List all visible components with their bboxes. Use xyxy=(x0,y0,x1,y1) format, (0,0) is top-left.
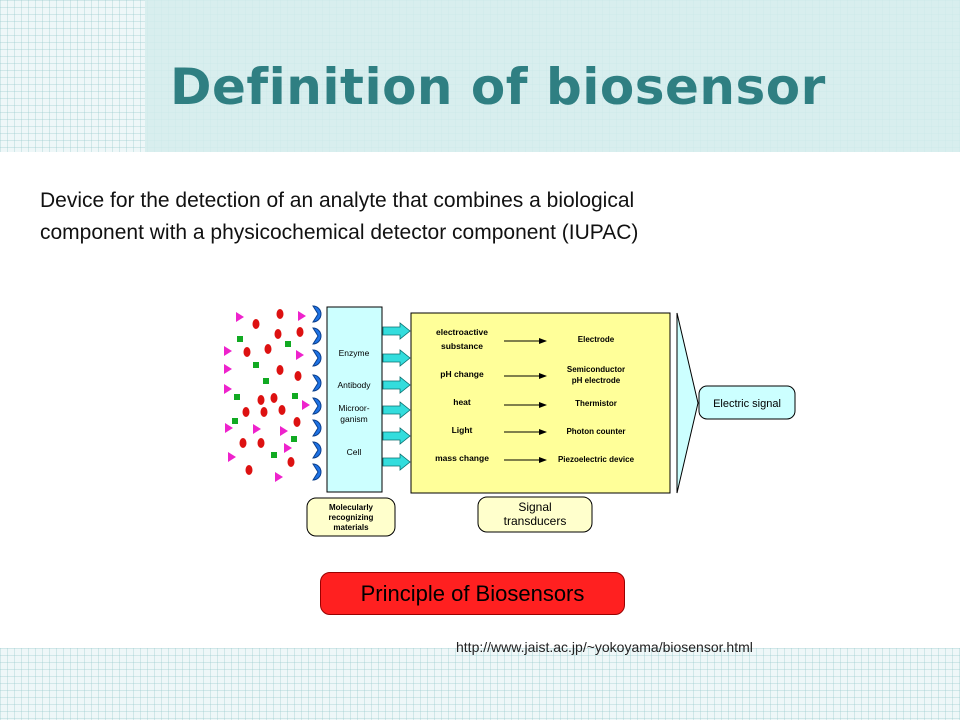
analyte-oval xyxy=(294,371,302,381)
receptor-site xyxy=(312,397,322,415)
analyte-triangle xyxy=(298,311,306,321)
definition-text: Device for the detection of an analyte t… xyxy=(40,185,840,249)
analyte-square xyxy=(237,336,243,342)
analyte-oval xyxy=(293,417,301,427)
analyte-molecules xyxy=(224,309,310,482)
analyte-oval xyxy=(242,407,250,417)
coupling-arrow xyxy=(382,376,411,394)
principle-label: Principle of Biosensors xyxy=(360,580,585,606)
analyte-triangle xyxy=(225,423,233,433)
electroactive-label-line2: substance xyxy=(441,341,483,351)
analyte-triangle xyxy=(302,400,310,410)
analyte-triangle xyxy=(224,364,232,374)
title-band-highlight xyxy=(145,0,960,152)
receptor-site xyxy=(312,327,322,345)
analyte-oval xyxy=(276,309,284,319)
antibody-label: Antibody xyxy=(337,380,371,390)
transducer-panel xyxy=(410,312,671,494)
analyte-triangle xyxy=(224,346,232,356)
signal-funnel-arrow xyxy=(676,312,699,494)
ph-electrode-label: pH electrode xyxy=(572,376,621,385)
definition-line-1: Device for the detection of an analyte t… xyxy=(40,189,635,212)
analyte-square xyxy=(234,394,240,400)
analyte-oval xyxy=(264,344,272,354)
slide-title: Definition of biosensor xyxy=(170,58,826,116)
analyte-triangle xyxy=(253,424,261,434)
mass-change-label: mass change xyxy=(435,453,489,463)
transducer-caption-line1: Signal xyxy=(518,500,551,514)
analyte-square xyxy=(232,418,238,424)
thermistor-label: Thermistor xyxy=(575,399,617,408)
electrode-label: Electrode xyxy=(578,335,615,344)
enzyme-label: Enzyme xyxy=(339,348,370,358)
analyte-triangle xyxy=(296,350,304,360)
heat-label: heat xyxy=(453,397,471,407)
recognition-caption-box xyxy=(306,497,396,537)
analyte-square xyxy=(285,341,291,347)
electric-signal-label: Electric signal xyxy=(713,398,781,410)
coupling-arrow xyxy=(382,453,411,471)
coupling-arrow xyxy=(382,427,411,445)
analyte-oval xyxy=(245,465,253,475)
recognition-panel xyxy=(326,306,383,493)
analyte-square xyxy=(263,378,269,384)
coupling-arrow xyxy=(382,349,411,367)
recognition-caption-line2: recognizing xyxy=(329,513,374,522)
conversion-arrows xyxy=(504,338,547,463)
analyte-oval xyxy=(252,319,260,329)
analyte-oval xyxy=(296,327,304,337)
analyte-oval xyxy=(260,407,268,417)
transducer-caption-box xyxy=(477,496,593,533)
piezoelectric-label: Piezoelectric device xyxy=(558,455,635,464)
coupling-arrow xyxy=(382,401,411,419)
analyte-triangle xyxy=(275,472,283,482)
semiconductor-label: Semiconductor xyxy=(567,365,625,374)
analyte-oval xyxy=(287,457,295,467)
receptor-site xyxy=(312,419,322,437)
ph-change-label: pH change xyxy=(440,369,484,379)
microorganism-label-line2: ganism xyxy=(340,414,367,424)
analyte-triangle xyxy=(236,312,244,322)
analyte-oval xyxy=(276,365,284,375)
analyte-square xyxy=(253,362,259,368)
analyte-oval xyxy=(270,393,278,403)
title-band-background xyxy=(0,0,960,152)
analyte-oval xyxy=(257,395,265,405)
receptor-site xyxy=(312,441,322,459)
microorganism-label-line1: Microor- xyxy=(338,403,369,413)
definition-line-2: component with a physicochemical detecto… xyxy=(40,221,639,244)
principle-label-box: Principle of Biosensors xyxy=(320,572,625,615)
analyte-oval xyxy=(278,405,286,415)
analyte-triangle xyxy=(280,426,288,436)
recognition-caption-line1: Molecularly xyxy=(329,503,374,512)
coupling-arrows xyxy=(382,322,411,471)
recognition-caption-line3: materials xyxy=(333,523,369,532)
analyte-oval xyxy=(239,438,247,448)
analyte-triangle xyxy=(284,443,292,453)
analyte-square xyxy=(271,452,277,458)
cell-label: Cell xyxy=(347,447,362,457)
analyte-oval xyxy=(243,347,251,357)
analyte-oval xyxy=(274,329,282,339)
analyte-square xyxy=(292,393,298,399)
analyte-oval xyxy=(257,438,265,448)
footer-band-background xyxy=(0,648,960,720)
electric-signal-box xyxy=(698,385,796,420)
receptor-site xyxy=(312,305,322,323)
receptor-site xyxy=(312,349,322,367)
transducer-caption-line2: transducers xyxy=(504,514,567,528)
electroactive-label-line1: electroactive xyxy=(436,327,488,337)
analyte-triangle xyxy=(228,452,236,462)
receptor-site xyxy=(312,463,322,481)
analyte-square xyxy=(291,436,297,442)
coupling-arrow xyxy=(382,322,411,340)
analyte-triangle xyxy=(224,384,232,394)
photon-counter-label: Photon counter xyxy=(566,427,625,436)
receptor-sites xyxy=(312,305,322,481)
light-label: Light xyxy=(452,425,473,435)
receptor-site xyxy=(312,374,322,392)
source-url: http://www.jaist.ac.jp/~yokoyama/biosens… xyxy=(456,639,753,655)
